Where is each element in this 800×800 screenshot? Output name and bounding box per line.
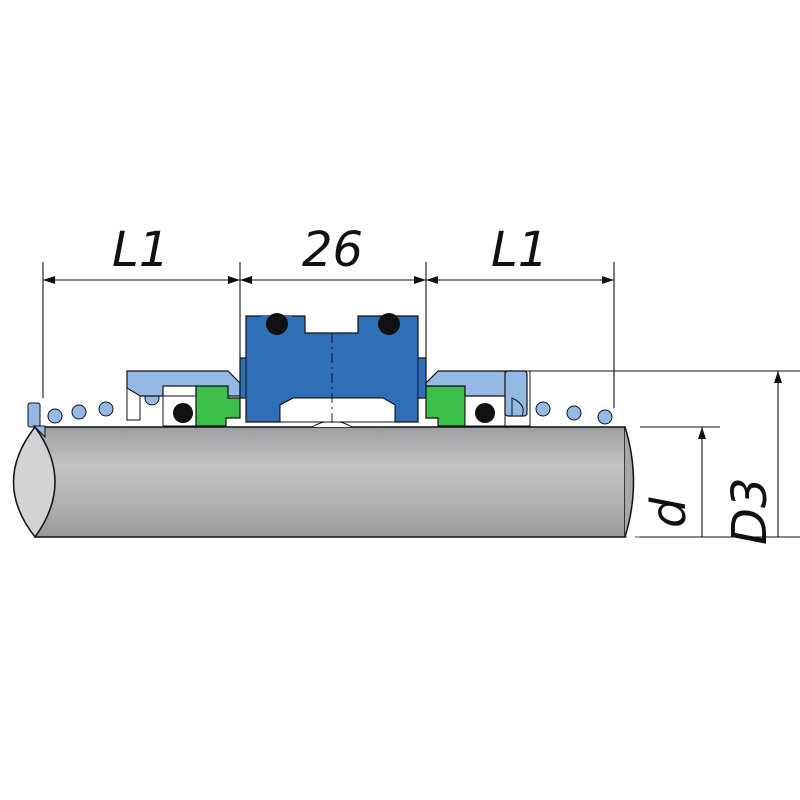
left-stop-ring bbox=[27, 402, 41, 428]
top-right-oring bbox=[378, 313, 400, 335]
spring-coil bbox=[597, 409, 613, 425]
left-retainer bbox=[126, 370, 241, 427]
label-d3: D3 bbox=[722, 478, 778, 546]
left-spring bbox=[27, 390, 160, 439]
spring-coil bbox=[98, 401, 114, 417]
label-26: 26 bbox=[302, 222, 363, 278]
central-bore bbox=[279, 397, 396, 423]
label-l1-right: L1 bbox=[491, 222, 548, 278]
top-left-oring bbox=[266, 313, 288, 335]
top-dimensions bbox=[42, 262, 615, 408]
right-dimensions bbox=[530, 370, 800, 538]
right-oring bbox=[475, 403, 495, 423]
shaft-body bbox=[34, 426, 626, 538]
left-oring bbox=[173, 403, 193, 423]
shaft bbox=[12, 420, 660, 539]
spring-coil bbox=[566, 405, 582, 421]
spring-coil bbox=[535, 401, 551, 417]
left-retainer-inner bbox=[126, 387, 141, 421]
spring-coil bbox=[71, 404, 87, 420]
left-stop-tab bbox=[32, 425, 46, 439]
label-d: d bbox=[641, 497, 697, 528]
central-seal bbox=[239, 313, 427, 425]
shaft-right-end bbox=[624, 426, 635, 538]
right-housing-outline bbox=[504, 370, 531, 427]
right-retainer-lip bbox=[511, 397, 524, 417]
right-seat-ring bbox=[425, 385, 466, 427]
label-l1-left: L1 bbox=[112, 222, 169, 278]
right-assembly bbox=[425, 370, 613, 427]
left-seat-ring bbox=[195, 385, 241, 427]
spring-coil bbox=[47, 408, 63, 424]
